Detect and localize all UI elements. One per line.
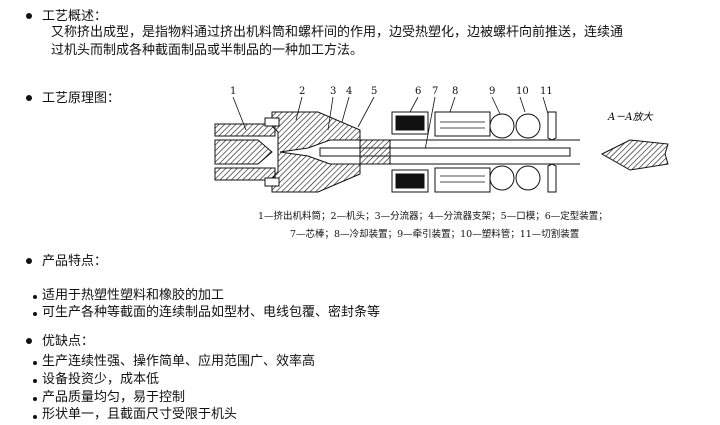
principle-heading: 工艺原理图： — [42, 91, 121, 106]
diagram-number-10: 10 — [516, 86, 529, 97]
pros-cons-item: 产品质量均匀，易于控制 — [42, 390, 186, 405]
features-item: 可生产各种等截面的连续制品如型材、电线包覆、密封条等 — [42, 305, 381, 320]
overview-text-line2: 过机头而制成各种截面制品或半制品的一种加工方法。 — [51, 43, 364, 58]
pros-cons-item: 形状单一，且截面尺寸受限于机头 — [42, 407, 238, 422]
list-bullet — [33, 295, 37, 299]
features-item: 适用于热塑性塑料和橡胶的加工 — [42, 288, 225, 303]
diagram-caption-line1: 1—挤出机料筒；2—机头；3—分流器；4—分流器支架；5—口模；6—定型装置； — [258, 211, 608, 222]
section-bullet — [26, 338, 32, 344]
list-bullet — [33, 379, 37, 383]
diagram-number-11: 11 — [540, 86, 553, 97]
diagram-caption-line2: 7—芯棒；8—冷却装置；9—牵引装置；10—塑料管；11—切割装置 — [290, 229, 580, 240]
diagram-number-3: 3 — [330, 86, 336, 97]
diagram-number-7: 7 — [432, 86, 438, 97]
diagram-number-8: 8 — [452, 86, 458, 97]
pros-cons-item: 生产连续性强、操作简单、应用范围广、效率高 — [42, 354, 316, 369]
list-bullet — [33, 397, 37, 401]
section-bullet — [26, 258, 32, 264]
pros-cons-item: 设备投资少，成本低 — [42, 372, 160, 387]
diagram-number-5: 5 — [371, 86, 377, 97]
section-bullet — [26, 13, 32, 19]
section-bullet — [26, 95, 32, 101]
diagram-number-4: 4 — [346, 86, 352, 97]
features-heading: 产品特点： — [42, 254, 108, 269]
diagram-number-1: 1 — [230, 86, 236, 97]
list-bullet — [33, 361, 37, 365]
extrusion-diagram: 1 2 3 4 5 6 7 8 9 10 11 — [214, 86, 669, 193]
overview-text-line1: 又称挤出成型，是指物料通过挤出机料筒和螺杆间的作用，边受热塑化，边被螺杆向前推送… — [51, 25, 624, 40]
list-bullet — [33, 312, 37, 316]
diagram-number-9: 9 — [489, 86, 495, 97]
list-bullet — [33, 415, 37, 419]
overview-heading: 工艺概述： — [42, 9, 108, 24]
diagram-number-2: 2 — [299, 86, 305, 97]
section-aa-label: A－A放大 — [607, 111, 653, 123]
pros-cons-heading: 优缺点： — [42, 334, 95, 349]
diagram-number-6: 6 — [415, 86, 421, 97]
